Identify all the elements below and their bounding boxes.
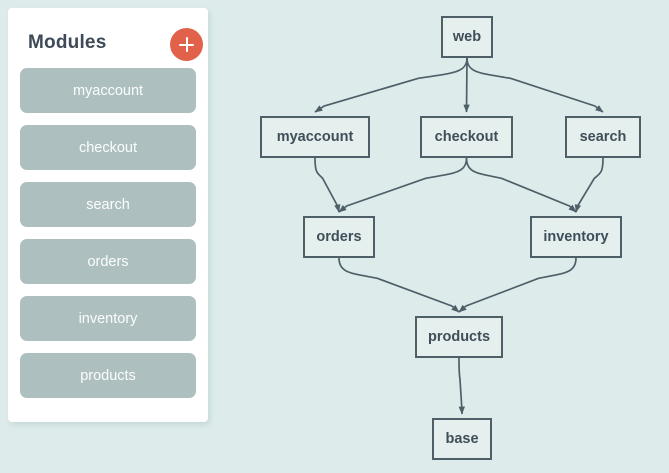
graph-node-label: orders <box>316 228 362 245</box>
graph-node-search[interactable]: search <box>565 116 641 158</box>
module-list: myaccount checkout search orders invento… <box>8 68 208 410</box>
module-list-item-checkout[interactable]: checkout <box>20 125 196 170</box>
graph-edge-myaccount-to-orders <box>314 157 341 213</box>
module-list-item-search[interactable]: search <box>20 182 196 227</box>
add-module-button[interactable] <box>170 28 203 61</box>
graph-node-base[interactable]: base <box>432 418 492 460</box>
module-item-label: checkout <box>78 139 138 156</box>
modules-panel-header: Modules <box>8 8 208 68</box>
graph-edge-orders-to-products <box>338 257 460 313</box>
graph-node-label: myaccount <box>276 128 354 145</box>
graph-node-checkout[interactable]: checkout <box>420 116 513 158</box>
modules-panel: Modules myaccount checkout search orders… <box>8 8 208 422</box>
module-item-label: inventory <box>78 310 138 327</box>
graph-edge-search-to-inventory <box>574 157 604 213</box>
module-item-label: search <box>86 196 130 213</box>
graph-edge-web-to-checkout <box>463 57 470 113</box>
page-title: Modules <box>28 32 107 53</box>
module-item-label: myaccount <box>72 82 144 99</box>
module-item-label: products <box>80 367 136 384</box>
graph-edge-checkout-to-inventory <box>465 157 577 213</box>
graph-node-inventory[interactable]: inventory <box>530 216 622 258</box>
graph-node-label: web <box>452 28 482 45</box>
dependency-graph: web myaccount checkout search orders inventor… <box>216 0 669 473</box>
graph-node-label: search <box>579 128 627 145</box>
module-list-item-products[interactable]: products <box>20 353 196 398</box>
graph-edge-web-to-search <box>466 57 604 113</box>
graph-node-web[interactable]: web <box>441 16 493 58</box>
module-item-label: orders <box>87 253 129 270</box>
graph-edge-web-to-myaccount <box>314 57 468 113</box>
graph-node-label: checkout <box>434 128 499 145</box>
graph-node-label: base <box>445 430 479 447</box>
graph-edge-checkout-to-orders <box>338 157 468 213</box>
module-list-item-orders[interactable]: orders <box>20 239 196 284</box>
graph-node-label: products <box>427 328 491 345</box>
graph-node-products[interactable]: products <box>415 316 503 358</box>
graph-node-myaccount[interactable]: myaccount <box>260 116 370 158</box>
plus-icon <box>170 28 203 61</box>
graph-edge-inventory-to-products <box>458 257 577 313</box>
graph-edge-layer <box>314 57 604 415</box>
module-list-item-myaccount[interactable]: myaccount <box>20 68 196 113</box>
graph-node-label: inventory <box>543 228 609 245</box>
graph-edge-products-to-base <box>458 357 465 415</box>
module-list-item-inventory[interactable]: inventory <box>20 296 196 341</box>
graph-node-orders[interactable]: orders <box>303 216 375 258</box>
